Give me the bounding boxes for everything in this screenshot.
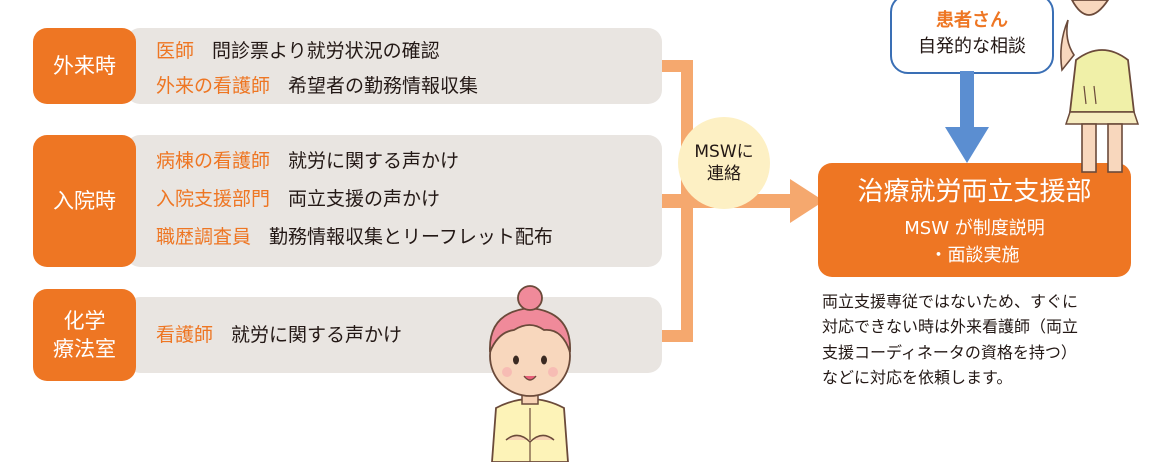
patient-illustration — [1060, 0, 1140, 173]
action-label: 問診票より就労状況の確認 — [212, 40, 440, 62]
support-department-line: MSW が制度説明 — [904, 218, 1045, 240]
action-label: 勤務情報収集とリーフレット配布 — [269, 226, 553, 248]
note-line: 対応できない時は外来看護師（両立 — [822, 317, 1079, 337]
row-tag-text: 化学 — [63, 308, 106, 333]
row-background — [126, 135, 662, 267]
row-line: 医師問診票より就労状況の確認 — [156, 36, 440, 63]
note-line: などに対応を依頼します。 — [822, 367, 1013, 387]
row-tag-text: 入院時 — [53, 188, 116, 213]
patient-action: 自発的な相談 — [918, 36, 1026, 57]
role-label: 病棟の看護師 — [156, 150, 271, 172]
row-line: 病棟の看護師就労に関する声かけ — [156, 146, 459, 173]
row-background — [126, 297, 662, 373]
note-line: 支援コーディネータの資格を持つ） — [822, 342, 1077, 362]
support-department-box: 治療就労両立支援部 MSW が制度説明 ・面談実施 — [818, 163, 1131, 277]
bubble-text: 連絡 — [707, 164, 741, 184]
role-label: 看護師 — [156, 324, 214, 346]
row-tag: 化学 療法室 — [33, 289, 136, 381]
action-label: 両立支援の声かけ — [288, 188, 441, 210]
row-background — [126, 28, 662, 104]
patient-label: 患者さん — [936, 9, 1008, 31]
row-tag: 入院時 — [33, 135, 136, 267]
action-label: 就労に関する声かけ — [231, 324, 403, 346]
row-line: 入院支援部門両立支援の声かけ — [156, 184, 440, 211]
nurse-illustration — [489, 285, 571, 462]
bubble-text: MSWに — [694, 141, 754, 162]
arrow-right-icon — [790, 179, 824, 223]
row-line: 職歴調査員勤務情報収集とリーフレット配布 — [156, 222, 553, 249]
row-line: 外来の看護師希望者の勤務情報収集 — [156, 71, 478, 98]
row-tag-text: 外来時 — [53, 53, 116, 78]
note-line: 両立支援専従ではないため、すぐに — [822, 292, 1079, 311]
support-department-title: 治療就労両立支援部 — [857, 177, 1092, 208]
role-label: 医師 — [156, 40, 195, 62]
arrow-down-icon — [945, 71, 989, 163]
patient-consultation-box: 患者さん 自発的な相談 — [890, 0, 1054, 74]
row-tag: 外来時 — [33, 28, 136, 104]
msw-contact-bubble: MSWに 連絡 — [678, 117, 770, 209]
role-label: 職歴調査員 — [156, 226, 252, 248]
role-label: 入院支援部門 — [156, 188, 271, 210]
row-tag-text: 療法室 — [53, 337, 116, 361]
row-line: 看護師就労に関する声かけ — [156, 320, 402, 347]
action-label: 就労に関する声かけ — [288, 150, 460, 172]
note-text: 両立支援専従ではないため、すぐに 対応できない時は外来看護師（両立 支援コーディ… — [822, 289, 1142, 390]
role-label: 外来の看護師 — [156, 75, 271, 97]
action-label: 希望者の勤務情報収集 — [288, 75, 479, 97]
support-department-line: ・面談実施 — [929, 244, 1020, 266]
